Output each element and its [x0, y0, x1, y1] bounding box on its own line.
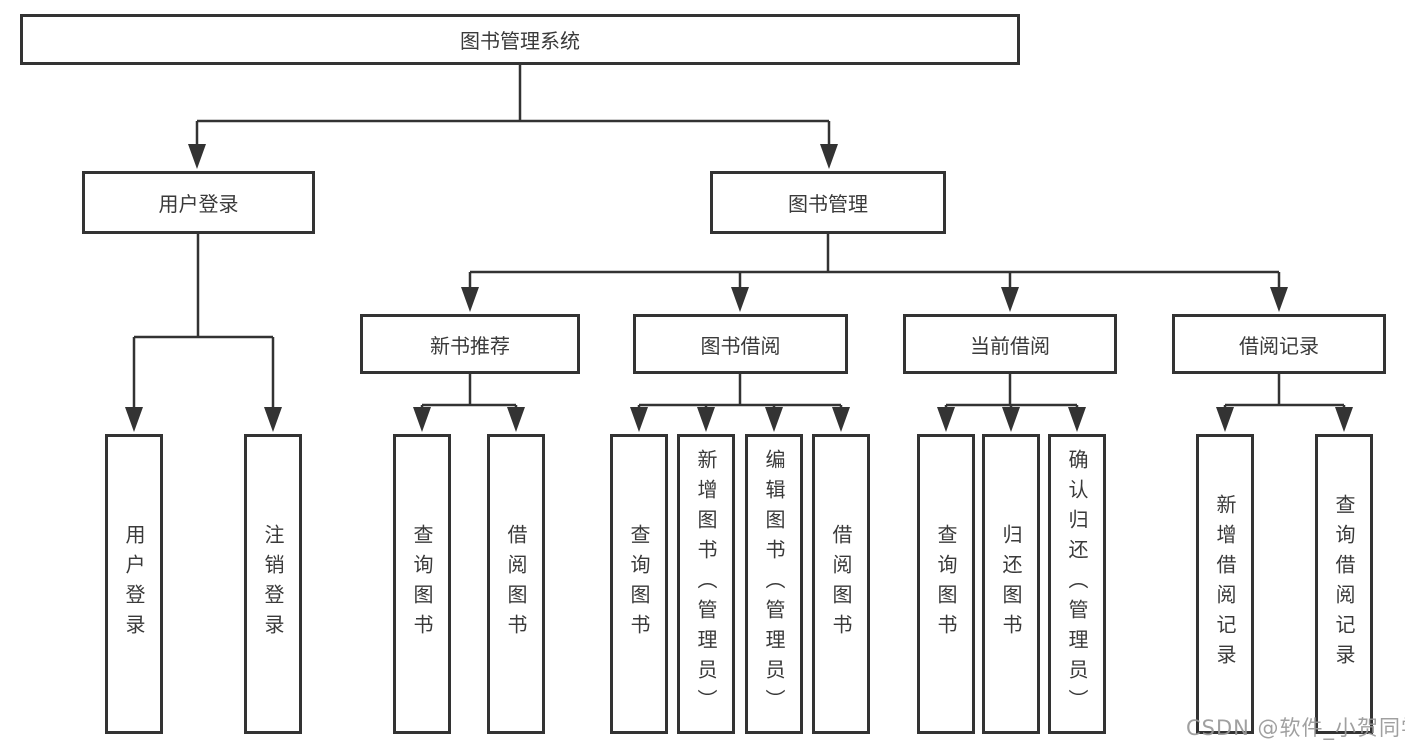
leaf-return-books-label: 归还图书 — [999, 524, 1023, 644]
node-current-borrowing-label: 当前借阅 — [970, 333, 1050, 358]
leaf-query-borrow-record-label: 查询借阅记录 — [1332, 494, 1356, 674]
node-new-book-recommend-label: 新书推荐 — [430, 333, 510, 358]
leaf-logout-label: 注销登录 — [261, 524, 285, 644]
leaf-confirm-return-admin: 确认归还（管理员） — [1048, 434, 1106, 734]
leaf-logout: 注销登录 — [244, 434, 302, 734]
leaf-borrow-books-borrowing-label: 借阅图书 — [829, 524, 853, 644]
leaf-query-books-current: 查询图书 — [917, 434, 975, 734]
leaf-query-books-recommend: 查询图书 — [393, 434, 451, 734]
leaf-edit-books-admin: 编辑图书（管理员） — [745, 434, 803, 734]
node-book-borrowing-label: 图书借阅 — [700, 333, 781, 358]
node-borrow-records: 借阅记录 — [1172, 314, 1386, 374]
leaf-query-books-current-label: 查询图书 — [934, 524, 958, 644]
node-new-book-recommend: 新书推荐 — [360, 314, 580, 374]
node-borrow-records-label: 借阅记录 — [1239, 333, 1319, 358]
leaf-add-borrow-record-label: 新增借阅记录 — [1213, 494, 1237, 674]
leaf-add-books-admin-label: 新增图书（管理员） — [694, 449, 718, 719]
csdn-watermark: CSDN @软件_小贺同学 — [1186, 716, 1405, 740]
leaf-user-login: 用户登录 — [105, 434, 163, 734]
leaf-user-login-label: 用户登录 — [122, 524, 146, 644]
leaf-borrow-books-borrowing: 借阅图书 — [812, 434, 870, 734]
arrowheads — [125, 144, 1353, 432]
leaf-query-books-recommend-label: 查询图书 — [410, 524, 434, 644]
leaf-borrow-books-recommend: 借阅图书 — [487, 434, 545, 734]
leaf-query-books-borrowing-label: 查询图书 — [627, 524, 651, 644]
node-user-login: 用户登录 — [82, 171, 315, 234]
leaf-edit-books-admin-label: 编辑图书（管理员） — [762, 449, 786, 719]
leaf-add-borrow-record: 新增借阅记录 — [1196, 434, 1254, 734]
leaf-query-borrow-record: 查询借阅记录 — [1315, 434, 1373, 734]
node-root-label: 图书管理系统 — [460, 29, 580, 53]
node-current-borrowing: 当前借阅 — [903, 314, 1117, 374]
node-user-login-label: 用户登录 — [158, 192, 239, 216]
leaf-add-books-admin: 新增图书（管理员） — [677, 434, 735, 734]
leaf-borrow-books-recommend-label: 借阅图书 — [504, 524, 528, 644]
node-book-management-label: 图书管理 — [788, 192, 868, 216]
leaf-return-books: 归还图书 — [982, 434, 1040, 734]
leaf-query-books-borrowing: 查询图书 — [610, 434, 668, 734]
node-book-borrowing: 图书借阅 — [633, 314, 848, 374]
leaf-confirm-return-admin-label: 确认归还（管理员） — [1065, 449, 1089, 719]
node-root: 图书管理系统 — [20, 14, 1020, 65]
node-book-management: 图书管理 — [710, 171, 946, 234]
